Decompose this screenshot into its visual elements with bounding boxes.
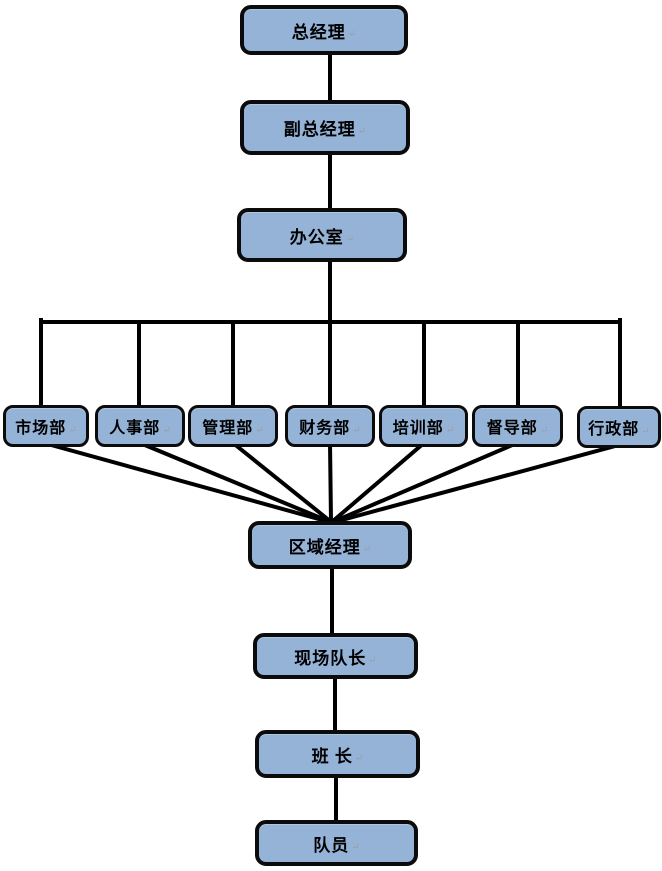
node-label: 行政部	[588, 421, 640, 438]
connector-group	[39, 52, 622, 824]
paragraph-mark-icon: ↵	[357, 126, 367, 137]
node-label: 管理部	[202, 420, 254, 437]
node-label: 现场队长	[294, 648, 367, 668]
paragraph-mark-icon: ↵	[368, 654, 377, 666]
paragraph-mark-icon: ↵	[162, 424, 171, 436]
node-department-marketing[interactable]: 市场部 ↵	[3, 405, 89, 447]
node-label: 副总经理	[283, 120, 356, 139]
paragraph-mark-icon: ↵	[347, 28, 357, 40]
paragraph-mark-icon: ↵	[68, 424, 77, 436]
node-regional-manager[interactable]: 区域经理 ↵	[248, 521, 412, 569]
node-department-administration[interactable]: 行政部 ↵	[577, 406, 661, 448]
node-label: 人事部	[109, 420, 161, 437]
node-site-team-leader[interactable]: 现场队长 ↵	[253, 633, 418, 679]
paragraph-mark-icon: ↵	[354, 752, 364, 764]
node-label: 总经理	[291, 22, 346, 42]
node-label: 督导部	[486, 420, 538, 437]
paragraph-mark-icon: ↵	[351, 841, 360, 853]
node-label: 财务部	[299, 420, 351, 437]
paragraph-mark-icon: ↵	[362, 543, 372, 555]
node-label: 办公室	[289, 227, 344, 247]
node-department-management[interactable]: 管理部 ↵	[188, 405, 278, 447]
paragraph-mark-icon: ↵	[641, 425, 650, 437]
node-department-hr[interactable]: 人事部 ↵	[95, 405, 185, 447]
paragraph-mark-icon: ↵	[352, 424, 361, 436]
paragraph-mark-icon: ↵	[539, 424, 549, 436]
paragraph-mark-icon: ↵	[445, 424, 455, 436]
node-department-supervision[interactable]: 督导部 ↵	[472, 405, 563, 447]
node-label: 培训部	[392, 420, 444, 437]
node-label: 区域经理	[288, 537, 361, 557]
node-label: 班 长	[311, 746, 353, 766]
node-office[interactable]: 办公室 ↵	[237, 208, 407, 262]
node-department-training[interactable]: 培训部 ↵	[379, 405, 468, 447]
node-team-member[interactable]: 队员 ↵	[255, 820, 418, 866]
node-label: 市场部	[15, 420, 67, 437]
node-general-manager[interactable]: 总经理 ↵	[240, 5, 408, 55]
node-deputy-general-manager[interactable]: 副总经理 ↵	[240, 100, 410, 155]
paragraph-mark-icon: ↵	[345, 233, 355, 245]
paragraph-mark-icon: ↵	[255, 424, 264, 436]
node-department-finance[interactable]: 财务部 ↵	[285, 405, 375, 447]
node-label: 队员	[313, 835, 350, 855]
node-squad-leader[interactable]: 班 长 ↵	[255, 730, 420, 778]
